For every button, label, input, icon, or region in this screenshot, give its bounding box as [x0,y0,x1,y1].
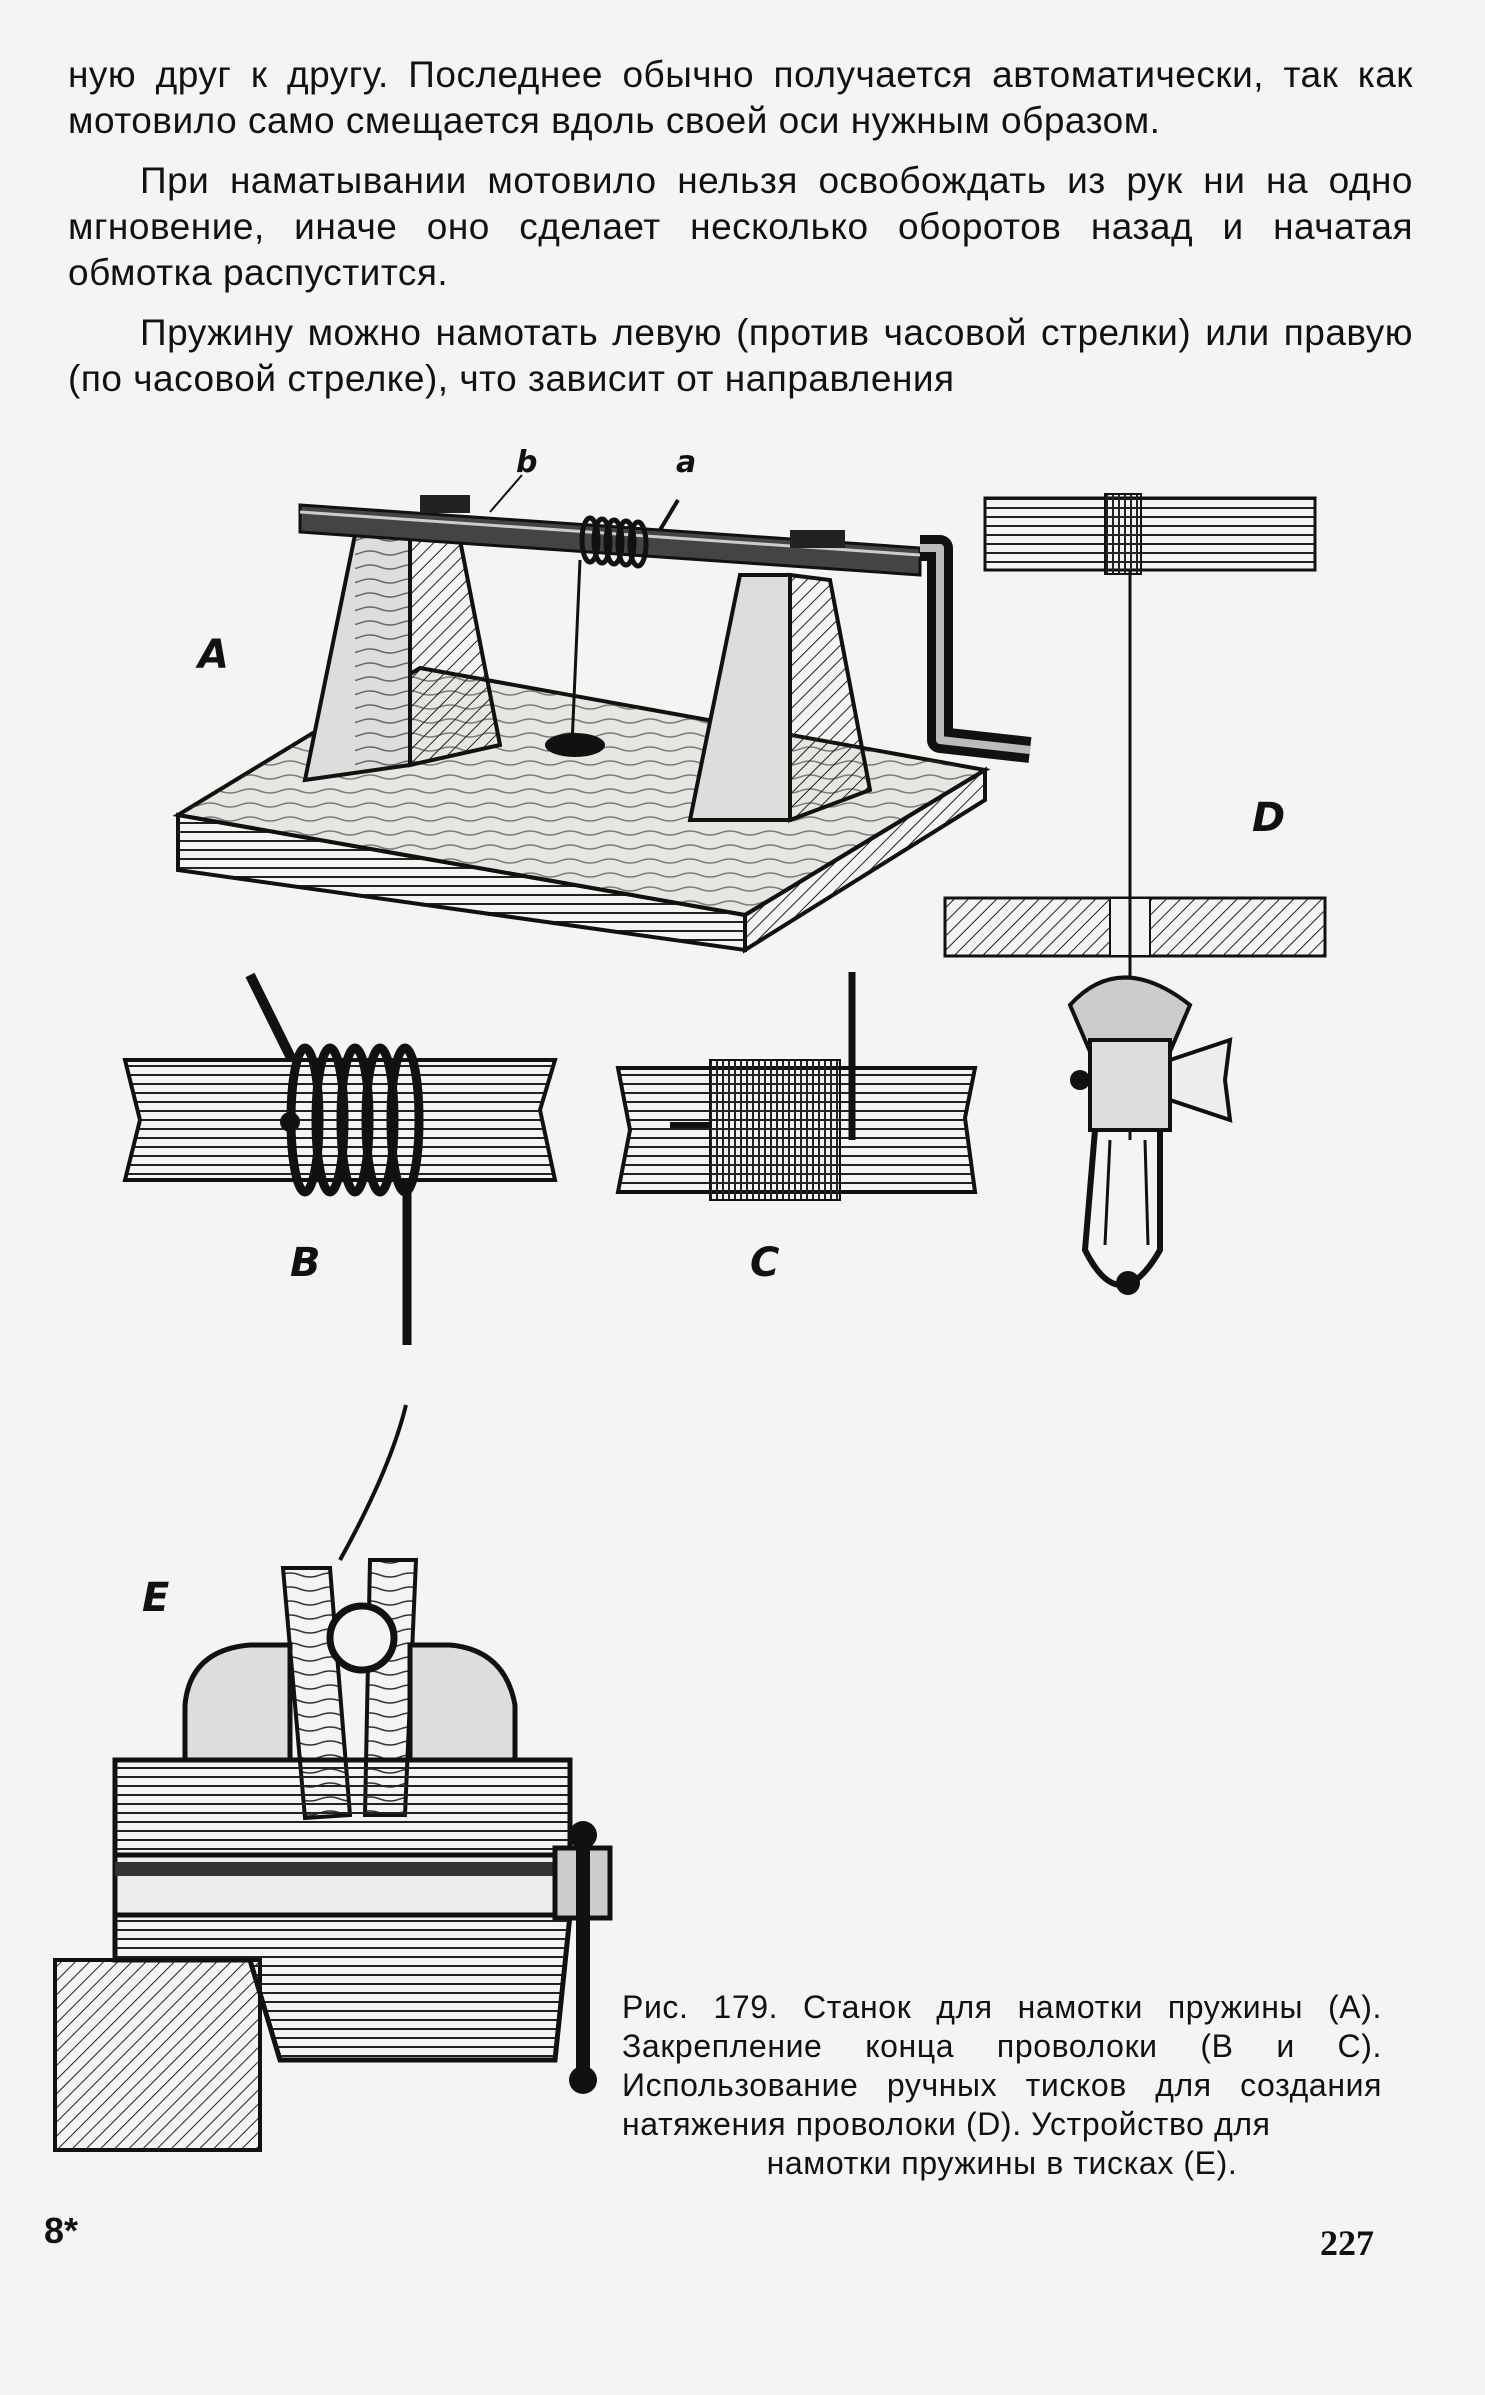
figure-caption: Рис. 179. Станок для намотки пружины (A)… [622,1988,1382,2183]
bench-vise-drawing [53,1404,613,2152]
label-A: A [198,632,229,678]
wire-fixing-c-drawing [615,972,978,1201]
body-text: ную друг к другу. Последнее обычно получ… [68,52,1413,416]
caption-main: Рис. 179. Станок для намотки пружины (A)… [622,1989,1382,2142]
hand-vise-drawing [943,493,1327,1295]
caption-last-line: намотки пружины в тисках (E). [766,2145,1238,2181]
label-D: D [1252,795,1286,841]
page-number: 227 [1320,2223,1374,2263]
paragraph-3: Пружину можно намотать левую (против час… [68,312,1413,399]
signature-mark: 8* [44,2210,79,2251]
paragraph-2: При наматывании мотовило нельзя освобожд… [68,160,1413,293]
label-a-small: a [676,445,697,480]
label-B: B [290,1240,321,1286]
label-E: E [142,1575,170,1621]
label-C: C [750,1240,780,1286]
wire-fixing-b-drawing [122,972,558,1345]
winding-machine-drawing [172,474,1032,954]
paragraph-1: ную друг к другу. Последнее обычно получ… [68,54,1413,141]
label-b-small: b [516,445,538,480]
